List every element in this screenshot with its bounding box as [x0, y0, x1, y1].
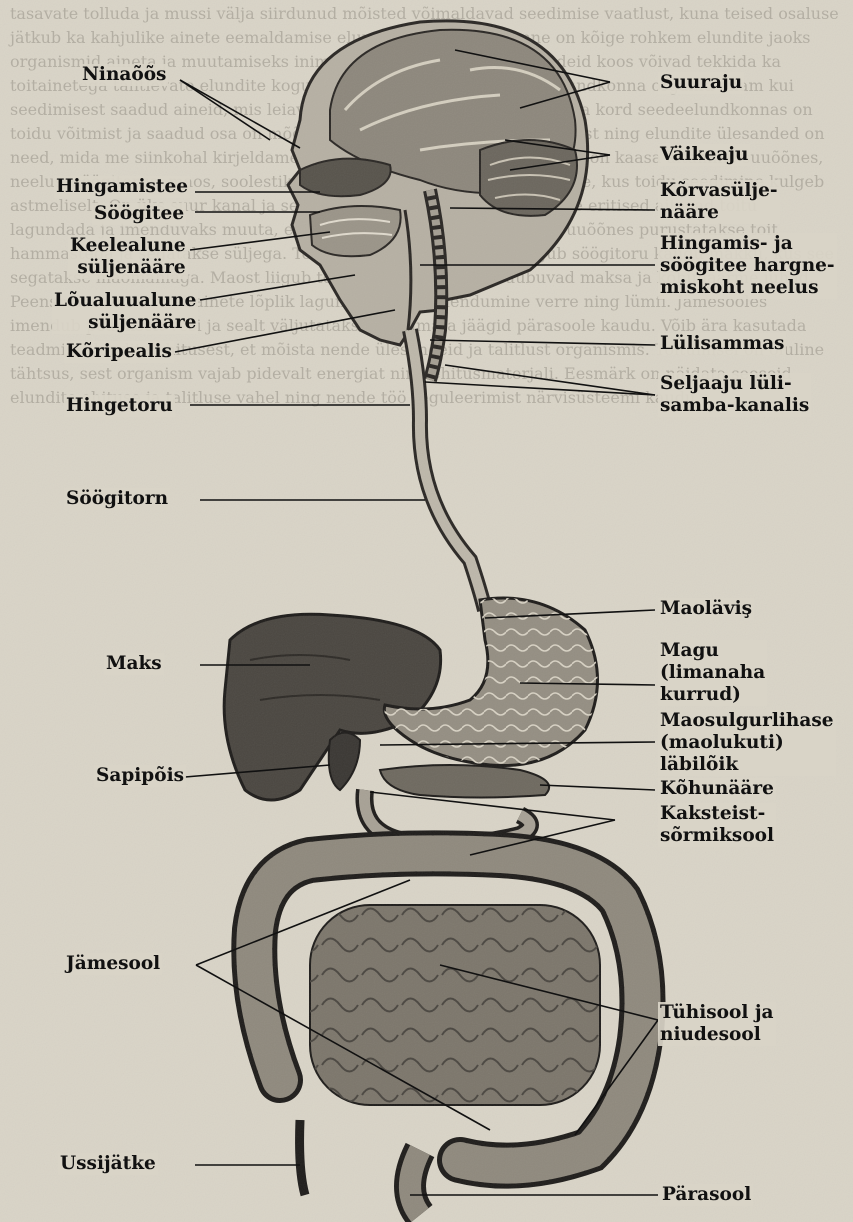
label-ninaoos: Ninaõõs	[80, 64, 168, 86]
label-ussijatke: Ussijätke	[58, 1153, 158, 1175]
label-seljaaju: Seljaaju lüli- samba-kanalis	[658, 373, 811, 417]
label-jamesool: Jämesool	[64, 953, 162, 975]
label-kohunaare: Kõhunääre	[658, 778, 776, 800]
label-parasool: Pärasool	[660, 1184, 753, 1206]
label-soogitee: Söögitee	[92, 203, 186, 225]
label-hingamistee: Hingamistee	[54, 176, 190, 198]
label-soogitorn: Söögitorn	[64, 488, 170, 510]
label-korvasuljenaare: Kõrvasülje- nääre	[658, 180, 780, 224]
label-magu: Magu (limanaha kurrud)	[658, 640, 767, 706]
label-maks: Maks	[104, 653, 164, 675]
label-tuhisool: Tühisool ja niudesool	[658, 1002, 776, 1046]
label-maolavis: Maoläviş	[658, 598, 754, 620]
label-hargnemiskoht: Hingamis- ja söögitee hargne- miskoht ne…	[658, 233, 837, 299]
label-vaikeaju: Väikeaju	[658, 144, 750, 166]
label-keelealune: Keelealune süljenääre	[68, 235, 188, 279]
label-suuraju: Suuraju	[658, 72, 744, 94]
label-kaksteistsormiksool: Kaksteist- sõrmiksool	[658, 803, 776, 847]
label-koripealis: Kõripealis	[64, 341, 174, 363]
label-hingetoru: Hingetoru	[64, 395, 175, 417]
label-sapipois: Sapipõis	[94, 765, 186, 787]
label-maosulgurlihase: Maosulgurlihase (maolukuti) läbilõik	[658, 710, 836, 776]
label-lulisammas: Lülisammas	[658, 333, 786, 355]
label-loualuualune: Lõualuualune süljenääre	[52, 290, 198, 334]
